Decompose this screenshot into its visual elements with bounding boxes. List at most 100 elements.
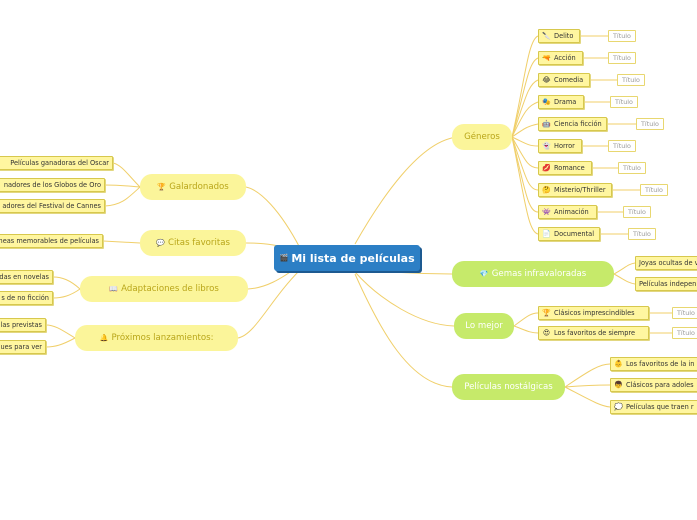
branch-citas-label: Citas favoritas xyxy=(168,238,230,248)
leaf-nostalgicas-infancia[interactable]: 👶Los favoritos de la in xyxy=(610,357,697,371)
leaf-generos-misterio[interactable]: 🤔Misterio/Thriller xyxy=(538,183,612,197)
theater-masks-icon: 🎭 xyxy=(542,97,551,106)
tag-label: Título xyxy=(623,164,641,172)
tag-horror[interactable]: Título xyxy=(608,140,636,152)
leaf-nostalgicas-adolescentes[interactable]: 👦Clásicos para adoles xyxy=(610,378,697,392)
branch-gemas[interactable]: 💎 Gemas infravaloradas xyxy=(452,261,614,287)
leaf-adaptaciones-novelas[interactable]: das en novelas xyxy=(0,270,53,284)
leaf-citas-lineas[interactable]: neas memorables de películas xyxy=(0,234,103,248)
tag-label: Título xyxy=(645,186,663,194)
leaf-label: Misterio/Thriller xyxy=(554,186,606,194)
leaf-label: Drama xyxy=(554,98,577,106)
thought-bubble-icon: 💭 xyxy=(614,402,623,411)
leaf-label: Clásicos para adoles xyxy=(626,381,694,389)
leaf-lomejor-favoritos[interactable]: 😍Los favoritos de siempre xyxy=(538,326,649,340)
leaf-generos-romance[interactable]: 💋Romance xyxy=(538,161,592,175)
leaf-label: Películas ganadoras del Oscar xyxy=(10,159,109,167)
leaf-label: neas memorables de películas xyxy=(0,237,99,245)
leaf-label: Los favoritos de siempre xyxy=(554,329,636,337)
boy-face-icon: 👦 xyxy=(614,380,623,389)
tag-animacion[interactable]: Título xyxy=(623,206,651,218)
branch-nostalgicas[interactable]: Películas nostálgicas xyxy=(452,374,565,400)
trophy-icon: 🏆 xyxy=(157,182,167,191)
leaf-adaptaciones-no-ficcion[interactable]: s de no ficción xyxy=(0,291,53,305)
leaf-galardonados-oscar[interactable]: Películas ganadoras del Oscar xyxy=(0,156,113,170)
leaf-label: Películas que traen r xyxy=(626,403,694,411)
document-icon: 📄 xyxy=(542,229,551,238)
tag-misterio[interactable]: Título xyxy=(640,184,668,196)
leaf-label: Comedia xyxy=(554,76,584,84)
leaf-label: Clásicos imprescindibles xyxy=(554,309,635,317)
leaf-label: Joyas ocultas de v xyxy=(639,259,697,267)
branch-lomejor-label: Lo mejor xyxy=(465,321,503,331)
leaf-generos-comedia[interactable]: 😂Comedia xyxy=(538,73,590,87)
branch-proximos-label: Próximos lanzamientos: xyxy=(111,333,214,343)
tag-romance[interactable]: Título xyxy=(618,162,646,174)
branch-galardonados-label: Galardonados xyxy=(169,182,229,192)
branch-generos-label: Géneros xyxy=(464,132,500,142)
leaf-gemas-joyas[interactable]: Joyas ocultas de v xyxy=(635,256,697,270)
heart-eyes-face-icon: 😍 xyxy=(542,328,551,337)
gem-icon: 💎 xyxy=(479,269,489,278)
leaf-label: Ciencia ficción xyxy=(554,120,602,128)
leaf-label: das en novelas xyxy=(0,273,49,281)
branch-citas[interactable]: 💬 Citas favoritas xyxy=(140,230,246,256)
branch-gemas-label: Gemas infravaloradas xyxy=(491,269,587,279)
leaf-label: Los favoritos de la in xyxy=(626,360,695,368)
leaf-nostalgicas-recuerdos[interactable]: 💭Películas que traen r xyxy=(610,400,697,414)
tag-label: Título xyxy=(613,54,631,62)
leaf-label: Películas indepen xyxy=(639,280,697,288)
baby-face-icon: 👶 xyxy=(614,359,623,368)
leaf-generos-horror[interactable]: 👻Horror xyxy=(538,139,582,153)
speech-bubble-icon: 💬 xyxy=(156,238,165,247)
leaf-generos-drama[interactable]: 🎭Drama xyxy=(538,95,584,109)
leaf-label: Animación xyxy=(554,208,589,216)
link-generos xyxy=(354,136,459,245)
trophy-cup-icon: 🏆 xyxy=(542,308,551,317)
tag-label: Título xyxy=(628,208,646,216)
link-galardonados xyxy=(245,186,301,249)
leaf-galardonados-globos[interactable]: nadores de los Globos de Oro xyxy=(0,178,105,192)
leaf-generos-animacion[interactable]: 👾Animación xyxy=(538,205,597,219)
tag-label: Título xyxy=(613,32,631,40)
tag-drama[interactable]: Título xyxy=(610,96,638,108)
leaf-proximos-para-ver[interactable]: ues para ver xyxy=(0,340,46,354)
open-book-icon: 📖 xyxy=(109,284,119,293)
leaf-label: s de no ficción xyxy=(1,294,49,302)
tag-label: Título xyxy=(615,98,633,106)
knife-icon: 🔪 xyxy=(542,31,551,40)
robot-icon: 🤖 xyxy=(542,119,551,128)
leaf-generos-accion[interactable]: 🔫Acción xyxy=(538,51,583,65)
tag-comedia[interactable]: Título xyxy=(617,74,645,86)
bell-icon: 🔔 xyxy=(99,333,109,342)
branch-proximos[interactable]: 🔔 Próximos lanzamientos: xyxy=(75,325,238,351)
link-proximos xyxy=(237,269,301,339)
leaf-generos-documental[interactable]: 📄Documental xyxy=(538,227,600,241)
leaf-generos-ciencia-ficcion[interactable]: 🤖Ciencia ficción xyxy=(538,117,607,131)
tag-label: Título xyxy=(677,309,695,317)
branch-lomejor[interactable]: Lo mejor xyxy=(454,313,514,339)
branch-nostalgicas-label: Películas nostálgicas xyxy=(464,382,553,392)
tag-documental[interactable]: Título xyxy=(628,228,656,240)
tag-lomejor-favoritos[interactable]: Título xyxy=(672,327,697,339)
leaf-label: nadores de los Globos de Oro xyxy=(3,181,101,189)
leaf-label: las previstas xyxy=(0,321,42,329)
leaf-gemas-independientes[interactable]: Películas indepen xyxy=(635,277,697,291)
branch-generos[interactable]: Géneros xyxy=(452,124,512,150)
tag-lomejor-clasicos[interactable]: Título xyxy=(672,307,697,319)
leaf-lomejor-clasicos[interactable]: 🏆Clásicos imprescindibles xyxy=(538,306,649,320)
leaf-label: Documental xyxy=(554,230,595,238)
thinking-face-icon: 🤔 xyxy=(542,185,551,194)
tag-ciencia-ficcion[interactable]: Título xyxy=(636,118,664,130)
link-lomejor xyxy=(354,271,455,327)
central-topic[interactable]: 🎬 Mi lista de películas xyxy=(274,245,420,271)
tag-delito[interactable]: Título xyxy=(608,30,636,42)
leaf-generos-delito[interactable]: 🔪Delito xyxy=(538,29,580,43)
leaf-galardonados-cannes[interactable]: adores del Festival de Cannes xyxy=(0,199,105,213)
leaf-proximos-previstas[interactable]: las previstas xyxy=(0,318,46,332)
tag-accion[interactable]: Título xyxy=(608,52,636,64)
branch-galardonados[interactable]: 🏆 Galardonados xyxy=(140,174,246,200)
branch-adaptaciones[interactable]: 📖 Adaptaciones de libros xyxy=(80,276,248,302)
tag-label: Título xyxy=(633,230,651,238)
